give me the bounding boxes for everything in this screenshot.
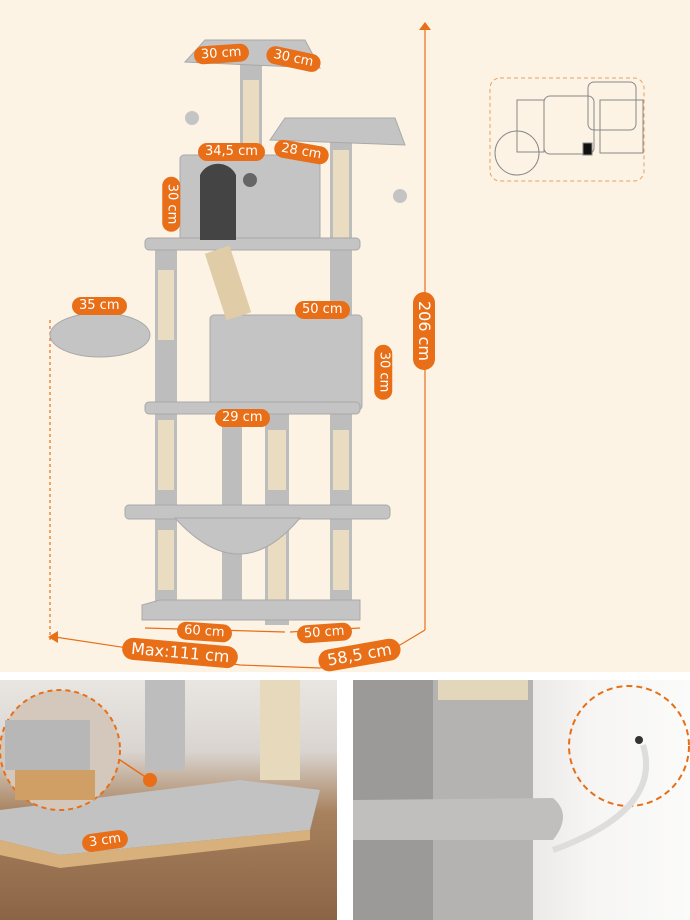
base-depth-label: 50 cm [296,622,353,644]
post-detail-photo [353,680,690,920]
condo-height-label: 30 cm [162,176,181,232]
top-view-diagram [489,77,645,182]
dimension-diagram: 30 cm 30 cm 34,5 cm 28 cm 30 cm 35 cm 50… [0,0,690,674]
arrow-left-icon [48,631,58,643]
lower-condo-height-label: 30 cm [374,344,393,400]
total-height-label: 206 cm [413,291,436,371]
base-detail-photo: 3 cm [0,680,337,920]
cat-tree-illustration [48,22,645,669]
base-width-label: 60 cm [176,621,233,643]
basket-diameter-label: 35 cm [72,297,127,315]
condo-width-label: 34,5 cm [198,143,265,161]
arrow-top-icon [419,22,431,30]
top-perch-width-label: 30 cm [193,43,250,65]
lower-condo-width-label: 50 cm [295,301,350,319]
platform-width-label: 29 cm [215,409,270,427]
